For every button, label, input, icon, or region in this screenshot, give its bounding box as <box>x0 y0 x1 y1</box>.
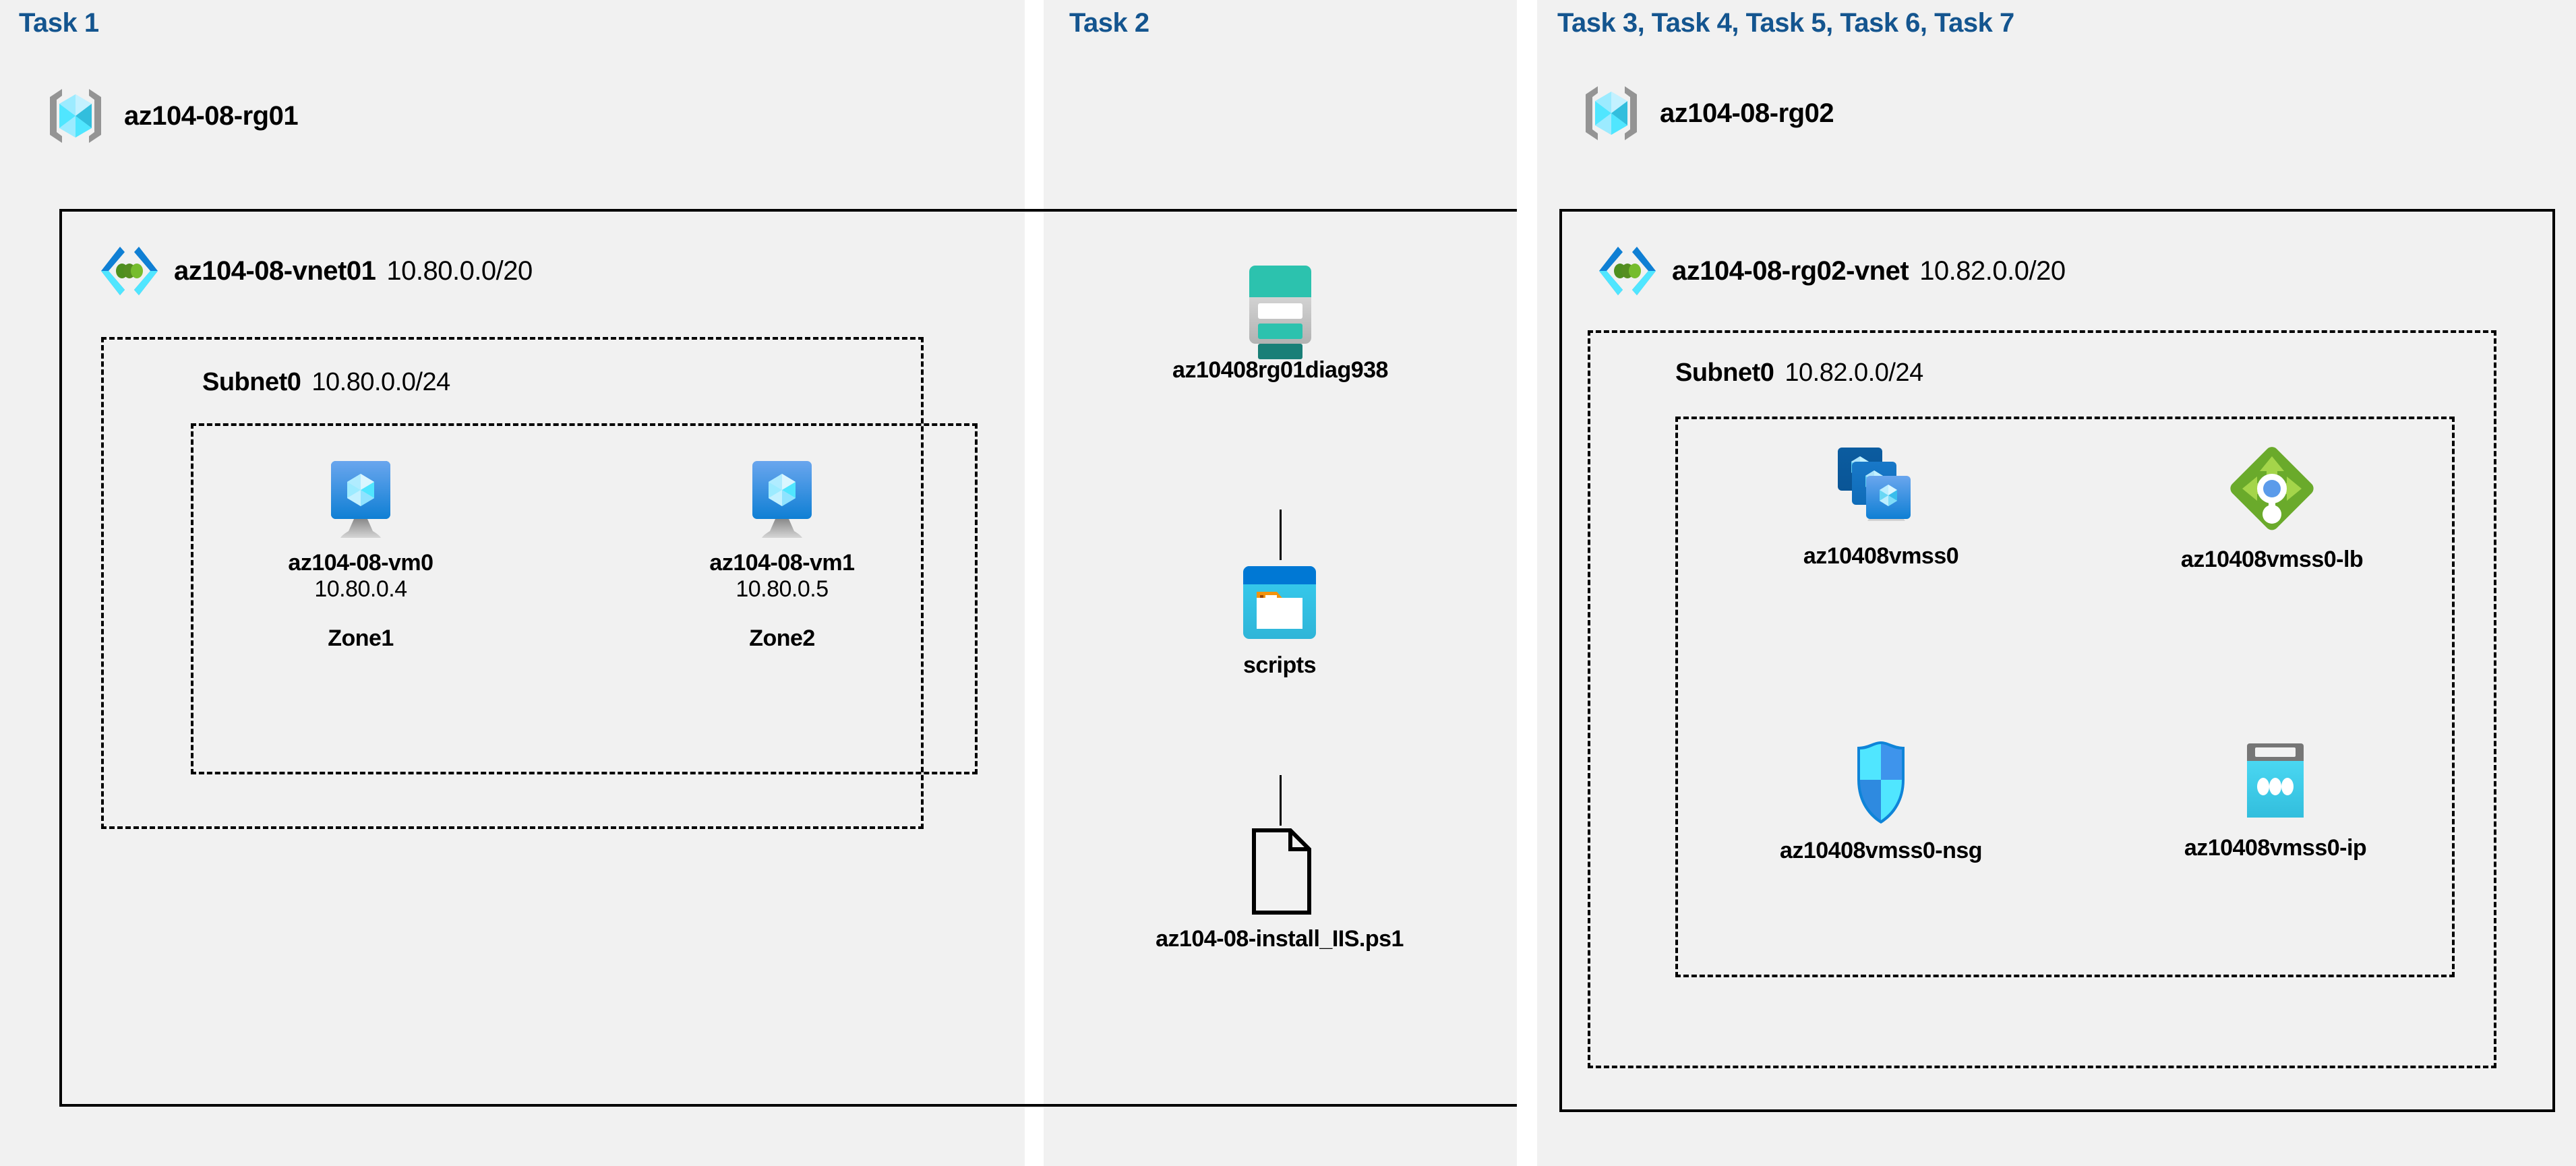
blob-container-name: scripts <box>1243 652 1317 678</box>
blob-container-icon <box>1240 563 1319 642</box>
virtual-network-icon <box>100 243 159 299</box>
virtual-machine-icon <box>746 458 818 539</box>
vm-zone: Zone2 <box>749 625 815 651</box>
subnet-box-subnet0 <box>1588 330 2496 1068</box>
vnet-cidr: 10.82.0.0/20 <box>1919 255 2066 286</box>
script-file-node[interactable]: az104-08-install_IIS.ps1 <box>1156 828 1404 952</box>
resource-group-icon <box>1578 80 1645 147</box>
nsg-node[interactable]: az10408vmss0-nsg <box>1766 738 1996 864</box>
vm-scale-set-icon <box>1834 445 1928 532</box>
storage-account-icon <box>1247 263 1314 359</box>
resource-group-header-rg01: az104-08-rg01 <box>42 82 299 150</box>
subnet-name: Subnet0 <box>1675 359 1774 387</box>
connector-storage-to-container <box>1280 510 1282 560</box>
resource-group-header-rg02: az104-08-rg02 <box>1578 80 1834 147</box>
script-file-name: az104-08-install_IIS.ps1 <box>1156 926 1404 952</box>
blob-container-node[interactable]: scripts <box>1205 563 1354 679</box>
vmss-node[interactable]: az10408vmss0 <box>1780 445 1982 570</box>
vm-ip: 10.80.0.5 <box>736 576 829 602</box>
vnet-box-top-edge-overlap <box>1044 209 1517 212</box>
task-label-3-7: Task 3, Task 4, Task 5, Task 6, Task 7 <box>1557 8 2014 38</box>
vmss-resource-group-box <box>1675 417 2455 977</box>
task-label-1: Task 1 <box>19 8 99 38</box>
subnet-box-subnet0 <box>101 337 924 829</box>
resource-group-icon <box>42 82 109 150</box>
load-balancer-node[interactable]: az10408vmss0-lb <box>2164 441 2380 573</box>
vnet-box-bottom-edge-overlap <box>1044 1104 1517 1107</box>
vnet-header-rg02-vnet: az104-08-rg02-vnet 10.82.0.0/20 <box>1598 243 2066 299</box>
subnet-header-subnet0: Subnet0 10.82.0.0/24 <box>1675 359 1923 388</box>
vm-ip: 10.80.0.4 <box>314 576 407 602</box>
load-balancer-icon <box>2225 441 2319 536</box>
subnet-cidr: 10.82.0.0/24 <box>1785 359 1923 387</box>
public-ip-name: az10408vmss0-ip <box>2184 835 2367 861</box>
storage-account-node[interactable]: az10408rg01diag938 <box>1172 263 1388 383</box>
connector-container-to-script <box>1280 775 1282 826</box>
vnet-header-vnet01: az104-08-vnet01 10.80.0.0/20 <box>100 243 533 299</box>
network-security-group-icon <box>1844 738 1918 827</box>
vmss-name: az10408vmss0 <box>1803 543 1959 569</box>
vm-zone: Zone1 <box>328 625 394 651</box>
subnet-header-subnet0: Subnet0 10.80.0.0/24 <box>202 368 450 397</box>
vm-node-vm0[interactable]: az104-08-vm0 10.80.0.4 Zone1 <box>273 458 448 652</box>
vm-name: az104-08-vm0 <box>288 550 433 576</box>
panel-task-3-7: Task 3, Task 4, Task 5, Task 6, Task 7 a… <box>1537 0 2576 1166</box>
subnet-name: Subnet0 <box>202 368 301 396</box>
vnet-name: az104-08-rg02-vnet <box>1672 255 1909 286</box>
public-ip-node[interactable]: az10408vmss0-ip <box>2174 738 2376 861</box>
vm-node-vm1[interactable]: az104-08-vm1 10.80.0.5 Zone2 <box>694 458 870 652</box>
resource-group-name: az104-08-rg02 <box>1660 98 1834 128</box>
panel-task-2: Task 2 az10408rg01diag938 <box>1044 0 1517 1166</box>
task-label-2: Task 2 <box>1069 8 1149 38</box>
vm-name: az104-08-vm1 <box>709 550 855 576</box>
subnet-cidr: 10.80.0.0/24 <box>311 368 450 396</box>
vnet-cidr: 10.80.0.0/20 <box>386 255 533 286</box>
panel-task-1: Task 1 az104-08-rg01 <box>0 0 1499 1166</box>
script-file-icon <box>1245 828 1315 915</box>
resource-group-name: az104-08-rg01 <box>124 100 299 131</box>
virtual-network-icon <box>1598 243 1657 299</box>
load-balancer-name: az10408vmss0-lb <box>2180 547 2364 572</box>
virtual-machine-icon <box>324 458 397 539</box>
public-ip-address-icon <box>2240 738 2310 824</box>
vnet-box-rg02-vnet <box>1559 209 2555 1112</box>
vnet-name: az104-08-vnet01 <box>174 255 376 286</box>
storage-account-name: az10408rg01diag938 <box>1172 357 1388 383</box>
nsg-name: az10408vmss0-nsg <box>1779 838 1983 863</box>
availability-zone-group-box <box>191 423 978 774</box>
